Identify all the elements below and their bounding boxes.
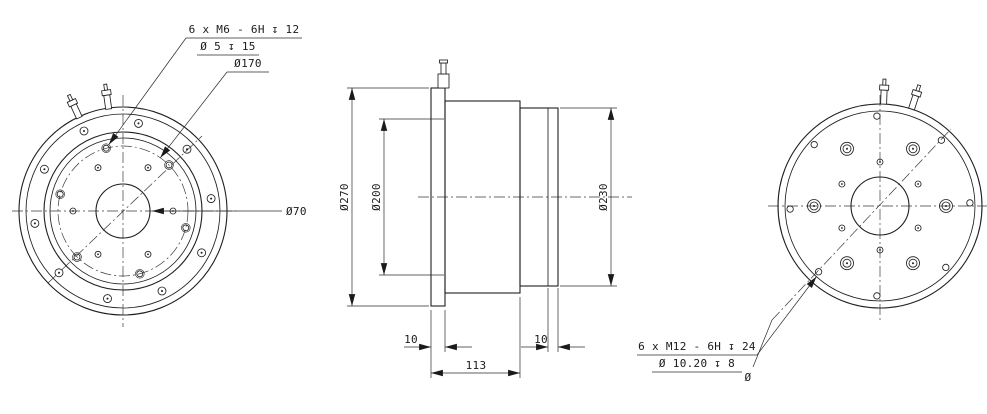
rim-hole — [786, 205, 794, 213]
terminal-pin — [64, 92, 84, 121]
screw — [144, 164, 152, 172]
screw — [144, 250, 152, 258]
rear-outer-circle — [777, 103, 983, 309]
front-bore-dia: Ø70 — [286, 205, 307, 218]
side-view: Ø270 Ø200 Ø230 10 — [338, 59, 632, 378]
screw — [838, 224, 846, 232]
rear-diagonal-centerline — [771, 128, 952, 321]
front-callouts: 6 x M6 - 6H ↧ 12 Ø 5 ↧ 15 Ø170 Ø70 — [108, 23, 307, 218]
dim-rear-dia: Ø230 — [560, 107, 617, 287]
m6-hole — [180, 222, 191, 233]
side-terminal — [437, 59, 450, 89]
screw — [838, 180, 846, 188]
rim-hole — [942, 263, 950, 272]
rim-hole — [937, 136, 946, 144]
front-center-bore — [95, 183, 151, 239]
terminal-cap — [439, 59, 448, 64]
screw — [914, 224, 922, 232]
m6-hole — [55, 189, 66, 200]
front-view: 6 x M6 - 6H ↧ 12 Ø 5 ↧ 15 Ø170 Ø70 — [12, 23, 307, 327]
side-flange-dia: Ø270 — [338, 183, 351, 211]
screw — [94, 164, 102, 172]
front-drill-note: Ø 5 ↧ 15 — [200, 40, 255, 53]
m12-screw — [840, 256, 854, 271]
terminal-body — [437, 73, 450, 89]
dim-flange-width: 10 — [404, 310, 472, 378]
rear-dia-note: Ø — [745, 371, 752, 384]
side-rear-dia: Ø230 — [597, 183, 610, 211]
dim-flange-dia: Ø270 — [338, 87, 429, 307]
side-flange-width: 10 — [404, 333, 418, 346]
front-diagonal-centerline — [47, 135, 203, 284]
rear-step-circle — [784, 110, 976, 302]
rear-callouts: 6 x M12 - 6H ↧ 24 Ø 10.20 ↧ 8 Ø — [637, 276, 817, 384]
rear-drill-note: Ø 10.20 ↧ 8 — [659, 357, 735, 370]
rim-hole — [814, 268, 823, 276]
terminal-stem — [440, 62, 447, 75]
bolt — [182, 144, 192, 154]
bolt — [39, 164, 49, 174]
dim-body-length: 113 — [431, 297, 521, 378]
rim-hole — [810, 140, 818, 149]
screw — [914, 180, 922, 188]
leader-line — [108, 37, 187, 145]
bolt — [30, 218, 40, 228]
bolt — [197, 248, 207, 258]
bolt — [54, 268, 64, 278]
rear-center-bore — [850, 176, 910, 236]
front-thread-note: 6 x M6 - 6H ↧ 12 — [189, 23, 300, 36]
m12-screw — [906, 141, 920, 156]
rear-view: 6 x M12 - 6H ↧ 24 Ø 10.20 ↧ 8 Ø — [637, 78, 987, 384]
bolt — [103, 294, 112, 304]
side-rear-housing — [519, 107, 559, 287]
leader-line — [752, 319, 773, 368]
rear-thread-note: 6 x M12 - 6H ↧ 24 — [638, 340, 756, 353]
leader-line — [756, 276, 817, 356]
rim-hole — [966, 199, 974, 207]
dim-inner-dia: Ø200 — [370, 118, 444, 276]
m12-screw — [906, 256, 920, 271]
rim-hole — [873, 112, 881, 120]
side-inner-dia: Ø200 — [370, 183, 383, 211]
rim-hole — [873, 292, 881, 300]
terminal-pin — [100, 83, 114, 111]
dim-lip-width: 10 — [521, 288, 585, 352]
side-body-length: 113 — [466, 359, 487, 372]
bolt — [134, 118, 143, 128]
side-lip-width: 10 — [534, 333, 548, 346]
terminal-pin — [906, 83, 924, 111]
bolt — [206, 194, 216, 204]
front-bolt-circle-dia: Ø170 — [234, 57, 262, 70]
m12-screw — [840, 141, 854, 156]
screw — [94, 250, 102, 258]
terminal-pin — [878, 78, 890, 105]
leader-line — [160, 71, 228, 159]
bolt — [157, 286, 167, 296]
bolt — [79, 126, 89, 136]
